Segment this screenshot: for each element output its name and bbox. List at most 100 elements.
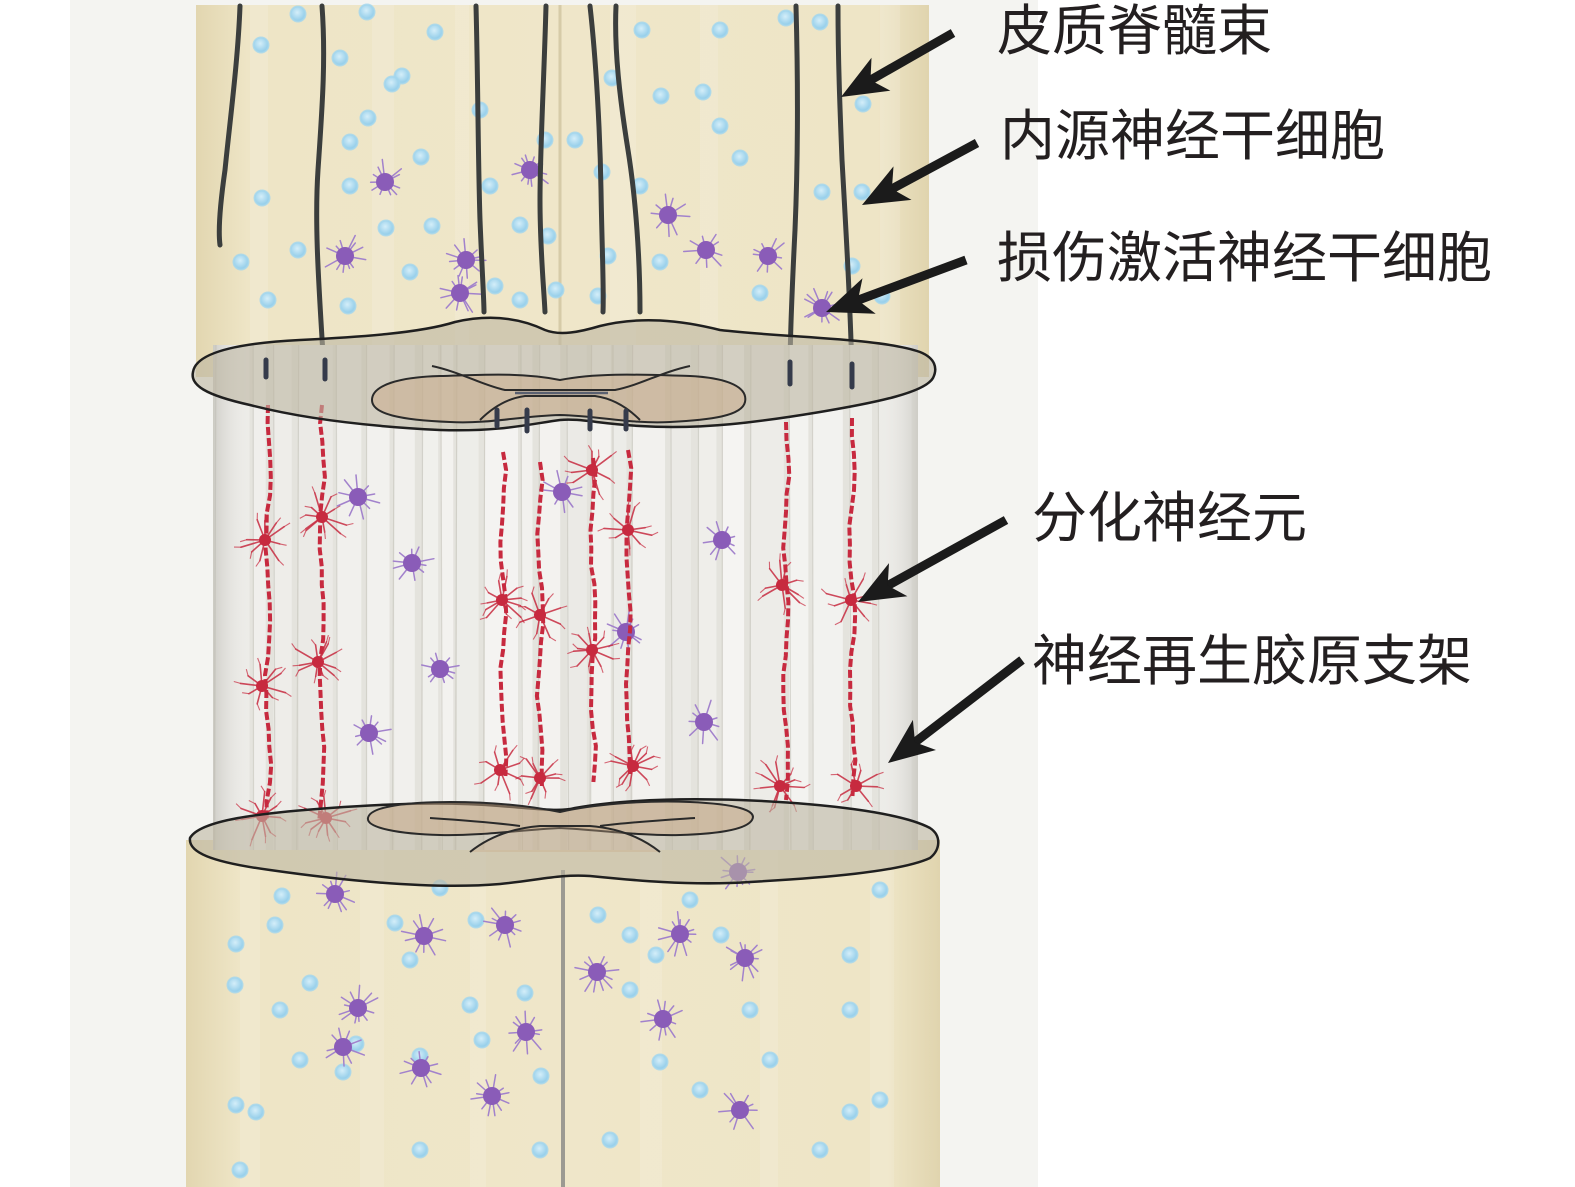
neuron-dendrite-branch xyxy=(827,603,835,607)
neuron-dendrite-branch xyxy=(858,763,862,771)
differentiated-neuron xyxy=(604,744,661,792)
neuron-dendrite-branch xyxy=(803,783,811,788)
cord-texture-stripe xyxy=(640,845,662,1187)
neuron-soma xyxy=(259,534,271,546)
neuron-dendrite-branch xyxy=(520,597,528,602)
endogenous-stem-cell xyxy=(741,1001,759,1019)
endogenous-stem-cell xyxy=(532,1067,550,1085)
neuron-dendrite-branch xyxy=(844,577,847,586)
neuron-dendrite-branch xyxy=(755,771,763,776)
neuron-dendrite-branch xyxy=(242,692,250,695)
activated-stem-cell xyxy=(725,941,763,982)
label-collagen-scaffold: 神经再生胶原支架 xyxy=(1032,629,1472,693)
neuron-soma xyxy=(776,579,788,591)
activated-stem-cell xyxy=(315,871,356,913)
endogenous-stem-cell xyxy=(486,277,504,295)
endogenous-stem-cell xyxy=(273,887,291,905)
endogenous-stem-cell xyxy=(481,177,499,195)
neuron-dendrite-branch xyxy=(548,593,554,600)
differentiated-neuron xyxy=(757,553,806,616)
scaffold-edge-shading xyxy=(213,345,918,850)
neuron-dendrite-branch xyxy=(571,633,579,636)
cell-body xyxy=(813,299,831,317)
neuron-dendrite-branch xyxy=(610,450,617,457)
arrow-shaft xyxy=(909,656,1025,749)
neuron-soma xyxy=(774,780,786,792)
neuron-dendrite-branch xyxy=(334,505,341,510)
neuron-dendrite-branch xyxy=(645,746,649,754)
endogenous-stem-cell xyxy=(531,1141,549,1159)
neuron-dendrite-branch xyxy=(479,616,487,620)
neuron-dendrite-branch xyxy=(759,587,766,594)
neuron-dendrite-branch xyxy=(612,657,620,660)
endogenous-stem-cell xyxy=(341,133,359,151)
endogenous-stem-cell xyxy=(871,1091,889,1109)
endogenous-stem-cell xyxy=(511,216,529,234)
endogenous-stem-cell xyxy=(301,974,319,992)
corticospinal-fiber xyxy=(314,3,327,375)
cell-body xyxy=(695,713,713,731)
endogenous-stem-cell xyxy=(334,1063,352,1081)
neuron-dendrite-branch xyxy=(790,767,794,775)
activated-stem-cell xyxy=(353,715,392,755)
differentiated-neuron xyxy=(753,755,811,813)
neuron-dendrite-branch xyxy=(260,785,266,792)
endogenous-stem-cell xyxy=(813,183,831,201)
activated-stem-cell xyxy=(400,914,447,956)
neuron-dendrite-branch xyxy=(653,755,661,759)
neuron-dendrite-branch xyxy=(646,779,651,787)
endogenous-stem-cell xyxy=(401,951,419,969)
neuron-dendrite-branch xyxy=(519,757,525,764)
neuron-dendrite-branch xyxy=(520,616,525,624)
neuron-dendrite-branch xyxy=(625,785,631,792)
neuron-soma xyxy=(312,656,324,668)
endogenous-stem-cell xyxy=(266,916,284,934)
neuron-dendrite-branch xyxy=(313,676,317,684)
endogenous-stem-cell xyxy=(289,5,307,23)
neuron-soma xyxy=(534,609,546,621)
neuron-dendrite-branch xyxy=(322,674,329,680)
endogenous-stem-cell xyxy=(386,914,404,932)
arrow-shaft xyxy=(882,516,1009,592)
corticospinal-fiber xyxy=(787,3,800,375)
neuron-dendrite-branch xyxy=(862,572,866,580)
corticospinal-tract-fibers xyxy=(216,3,855,375)
cell-body xyxy=(713,531,731,549)
cord-texture-stripe xyxy=(700,5,718,375)
neuron-dendrite-branch xyxy=(494,784,499,791)
endogenous-stem-cell xyxy=(621,981,639,999)
neuron-dendrite-branch xyxy=(474,782,482,785)
neuron-soma xyxy=(627,760,639,772)
neuron-dendrite-branch xyxy=(549,636,557,642)
neuron-soma xyxy=(586,464,598,476)
endogenous-stem-cell xyxy=(841,1001,859,1019)
neuron-dendrite-branch xyxy=(275,666,283,670)
neuron-dendrite-branch xyxy=(877,786,885,790)
endogenous-stem-cell xyxy=(712,926,730,944)
neuron-dendrite-branch xyxy=(298,805,306,809)
differentiated-neuron xyxy=(597,498,659,556)
neuron-axon xyxy=(781,421,792,801)
endogenous-stem-cell xyxy=(411,1141,429,1159)
neuron-axon xyxy=(534,461,546,787)
activated-stem-cell xyxy=(640,999,683,1041)
cell-body xyxy=(451,284,469,302)
endogenous-stem-cell xyxy=(226,976,244,994)
endogenous-stem-cell xyxy=(359,109,377,127)
neuron-dendrite-branch xyxy=(527,798,532,806)
neuron-dendrite-branch xyxy=(255,560,261,567)
endogenous-stem-cell xyxy=(841,946,859,964)
neuron-dendrite-branch xyxy=(586,626,590,634)
neuron-dendrite-branch xyxy=(235,803,242,809)
neuron-dendrite-branch xyxy=(867,800,873,808)
activated-stem-cell xyxy=(445,238,487,279)
neuron-axon xyxy=(623,449,634,775)
neuron-dendrite-branch xyxy=(651,765,659,770)
neuron-dendrite-branch xyxy=(634,501,641,508)
activated-stem-cells-in-cord xyxy=(315,154,840,1130)
cell-body xyxy=(553,483,571,501)
neuron-dendrite-branch xyxy=(239,539,247,543)
neuron-dendrite-branch xyxy=(566,481,574,484)
differentiated-neuron xyxy=(515,586,568,642)
